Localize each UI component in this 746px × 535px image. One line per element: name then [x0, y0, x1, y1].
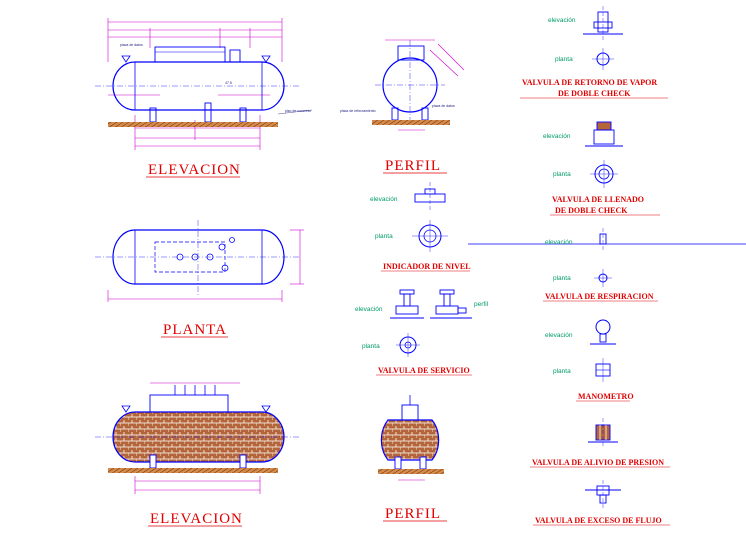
valvula-respiracion-detail: elevación planta: [545, 228, 612, 287]
label-planta: planta: [553, 368, 571, 375]
valvula-alivio-title: VALVULA DE ALIVIO DE PRESION: [532, 458, 664, 467]
label-planta: planta: [555, 56, 573, 63]
valvula-retorno-detail: elevación planta: [548, 6, 623, 70]
valvula-servicio-detail: elevación perfil planta: [355, 289, 489, 357]
valvula-llenado-title-2: DE DOBLE CHECK: [555, 206, 628, 215]
label-planta: planta: [553, 275, 571, 282]
label-elevacion: elevación: [355, 306, 383, 313]
svg-text:placa de reforzamiento: placa de reforzamiento: [340, 109, 376, 113]
elevation-bottom-drawing: [95, 382, 300, 494]
label-elevacion: elevación: [370, 196, 398, 203]
svg-text:47.5: 47.5: [225, 81, 232, 85]
elevation-top-drawing: piso de concreto placa de datos 47.5: [95, 18, 313, 150]
label-planta: planta: [362, 343, 380, 350]
label-planta: planta: [375, 233, 393, 240]
valvula-exceso-title: VALVULA DE EXCESO DE FLUJO: [535, 516, 662, 525]
svg-text:placa de datos: placa de datos: [432, 104, 455, 108]
perfil-top-title: PERFIL: [385, 158, 441, 174]
planta-drawing: [95, 220, 304, 302]
indicador-nivel-detail: elevación planta: [370, 182, 448, 252]
valvula-retorno-title-2: DE DOBLE CHECK: [558, 89, 631, 98]
label-planta: planta: [553, 171, 571, 178]
valvula-llenado-title-1: VALVULA DE LLENADO: [552, 195, 644, 204]
label-elevacion: elevación: [545, 239, 573, 246]
svg-text:placa de datos: placa de datos: [120, 43, 143, 47]
valvula-retorno-title-1: VALVULA DE RETORNO DE VAPOR: [522, 78, 657, 87]
valvula-alivio-detail: [588, 418, 618, 446]
svg-text:piso de concreto: piso de concreto: [285, 109, 311, 113]
perfil-top-drawing: placa de reforzamiento placa de datos: [340, 39, 465, 131]
planta-title: PLANTA: [163, 322, 227, 338]
label-perfil: perfil: [474, 301, 489, 308]
perfil-bottom-title: PERFIL: [385, 506, 441, 522]
perfil-bottom-drawing: [378, 395, 444, 481]
valvula-servicio-title: VALVULA DE SERVICIO: [378, 366, 470, 375]
elevation-bottom-title: ELEVACION: [150, 511, 243, 527]
elevation-top-title: ELEVACION: [148, 162, 241, 178]
manometro-detail: elevación planta: [545, 319, 616, 382]
manometro-title: MANOMETRO: [578, 392, 634, 401]
valvula-llenado-detail: elevación planta: [543, 121, 623, 188]
label-elevacion: elevación: [543, 133, 571, 140]
label-elevacion: elevación: [545, 332, 573, 339]
indicador-nivel-title: INDICADOR DE NIVEL: [383, 262, 471, 271]
valvula-respiracion-title: VALVULA DE RESPIRACION: [545, 292, 654, 301]
label-elevacion: elevación: [548, 17, 576, 24]
valvula-exceso-detail: [585, 480, 621, 508]
